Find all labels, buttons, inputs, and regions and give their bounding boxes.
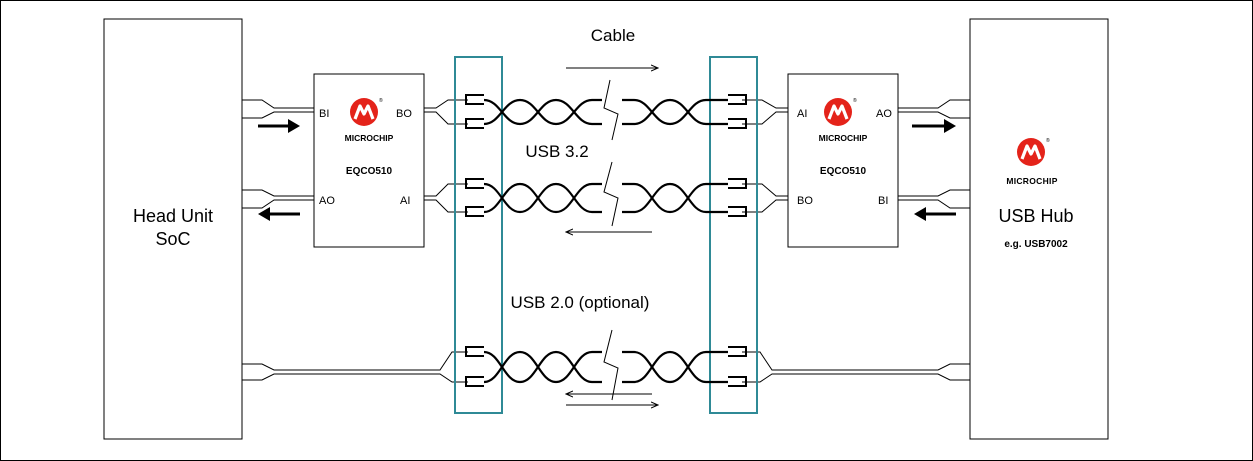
connector-pins bbox=[465, 94, 747, 387]
twisted-pairs bbox=[483, 98, 728, 384]
usb-hub-title: USB Hub bbox=[998, 206, 1073, 226]
right-redriver-part: EQCO510 bbox=[820, 166, 867, 177]
cable-label: Cable bbox=[591, 26, 635, 45]
head-unit-box bbox=[103, 18, 243, 440]
usb-hub-box bbox=[969, 18, 1109, 440]
flow-arrows bbox=[566, 68, 658, 405]
usb20-label: USB 2.0 (optional) bbox=[511, 293, 650, 312]
right-connector-frame bbox=[709, 56, 758, 414]
right-redriver-brand: MICROCHIP bbox=[819, 133, 868, 143]
left-redriver-part: EQCO510 bbox=[346, 166, 393, 177]
right-pin-bo: BO bbox=[797, 195, 813, 207]
left-pin-bi: BI bbox=[319, 108, 329, 120]
left-connector-frame bbox=[454, 56, 503, 414]
head-unit-label-line1: Head Unit bbox=[133, 206, 213, 226]
usb32-label: USB 3.2 bbox=[525, 142, 588, 161]
left-pin-ao: AO bbox=[319, 195, 335, 207]
head-unit-label-line2: SoC bbox=[155, 229, 190, 249]
right-pin-ao: AO bbox=[876, 108, 892, 120]
left-pin-ai: AI bbox=[400, 195, 410, 207]
hub-brand-text: MICROCHIP bbox=[1006, 176, 1057, 186]
cable-breaks bbox=[603, 79, 619, 401]
direction-arrows bbox=[258, 119, 956, 221]
left-redriver-brand: MICROCHIP bbox=[345, 133, 394, 143]
usb-hub-example: e.g. USB7002 bbox=[1004, 239, 1068, 250]
right-pin-ai: AI bbox=[797, 108, 807, 120]
right-pin-bi: BI bbox=[878, 195, 888, 207]
left-pin-bo: BO bbox=[396, 108, 412, 120]
